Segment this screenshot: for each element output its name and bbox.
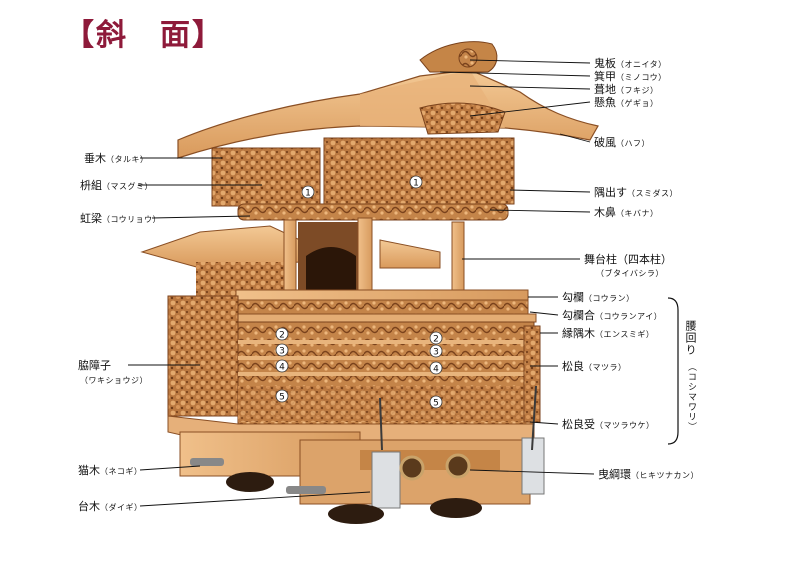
leader-line	[469, 101, 591, 117]
label-kouryou: 虹梁（コウリョウ）	[80, 212, 162, 225]
leader-line	[509, 189, 591, 193]
leader-line	[469, 59, 591, 64]
label-daigi: 台木（ダイギ）	[78, 500, 143, 513]
label-minokou: 箕甲（ミノコウ）	[594, 70, 667, 83]
number-markers: 1 1 2 2 3 3 4 4 5 5	[275, 175, 443, 409]
label-hafu: 破風（ハフ）	[594, 136, 650, 149]
marker-number: 4	[279, 363, 285, 373]
leader-line	[151, 215, 251, 219]
page-title: 【斜 面】	[64, 18, 224, 53]
leader-line	[439, 71, 591, 77]
label-kouranai: 勾欄合（コウランアイ）	[562, 309, 663, 322]
label-wakishouji: 脇障子	[78, 359, 111, 372]
leader-line	[559, 133, 591, 143]
marker-circle	[409, 175, 423, 189]
marker-number: 3	[279, 347, 285, 357]
label-taruki: 垂木（タルキ）	[84, 152, 149, 165]
label-sumidasu: 隅出す（スミダス）	[594, 186, 678, 199]
label-nekogi: 猫木（ネコギ）	[78, 464, 143, 477]
marker-number: 3	[433, 348, 439, 358]
leader-line	[529, 311, 559, 316]
marker-number: 1	[413, 179, 419, 189]
label-koshimawari-reading: （コシマワリ）	[686, 362, 696, 432]
leader-line	[529, 421, 559, 425]
label-butaibashira: 舞台柱（四本柱）	[584, 253, 672, 266]
label-oniita: 鬼板（オニイタ）	[594, 57, 667, 70]
marker-circle	[275, 389, 289, 403]
marker-number: 2	[279, 331, 285, 341]
label-ensumigi: 縁隅木（エンスミギ）	[562, 327, 655, 340]
marker-number: 2	[433, 335, 439, 345]
leader-line	[139, 465, 201, 471]
marker-circle	[429, 331, 443, 345]
marker-circle	[275, 359, 289, 373]
marker-circle	[429, 344, 443, 358]
leader-line	[469, 85, 591, 90]
marker-circle	[429, 395, 443, 409]
label-fukiji: 葺地（フキジ）	[594, 83, 659, 96]
leader-line	[489, 209, 591, 213]
leader-lines	[128, 59, 595, 507]
group-bracket	[667, 297, 679, 445]
label-kouran: 勾欄（コウラン）	[562, 291, 635, 304]
label-hikitsunakan: 曳綱環（ヒキツナカン）	[598, 468, 699, 481]
marker-number: 5	[433, 399, 439, 409]
label-koshimawari: 腰回り	[684, 320, 697, 356]
label-butaibashira-reading: （ブタイバシラ）	[596, 269, 664, 278]
label-matsurauke: 松良受（マツラウケ）	[562, 418, 655, 431]
marker-circle	[275, 327, 289, 341]
label-gegyo: 懸魚（ゲギョ）	[594, 96, 659, 109]
label-wakishouji-reading: （ワキショウジ）	[80, 376, 148, 385]
marker-number: 5	[279, 393, 285, 403]
label-matsura: 松良（マツラ）	[562, 360, 627, 373]
marker-number: 1	[305, 189, 311, 199]
leader-line	[139, 491, 371, 507]
marker-circle	[301, 185, 315, 199]
marker-circle	[429, 361, 443, 375]
leader-line	[469, 469, 595, 475]
label-kibana: 木鼻（キバナ）	[594, 206, 659, 219]
marker-number: 4	[433, 365, 439, 375]
marker-circle	[275, 343, 289, 357]
label-masugumi: 枡組（マスグミ）	[80, 179, 153, 192]
